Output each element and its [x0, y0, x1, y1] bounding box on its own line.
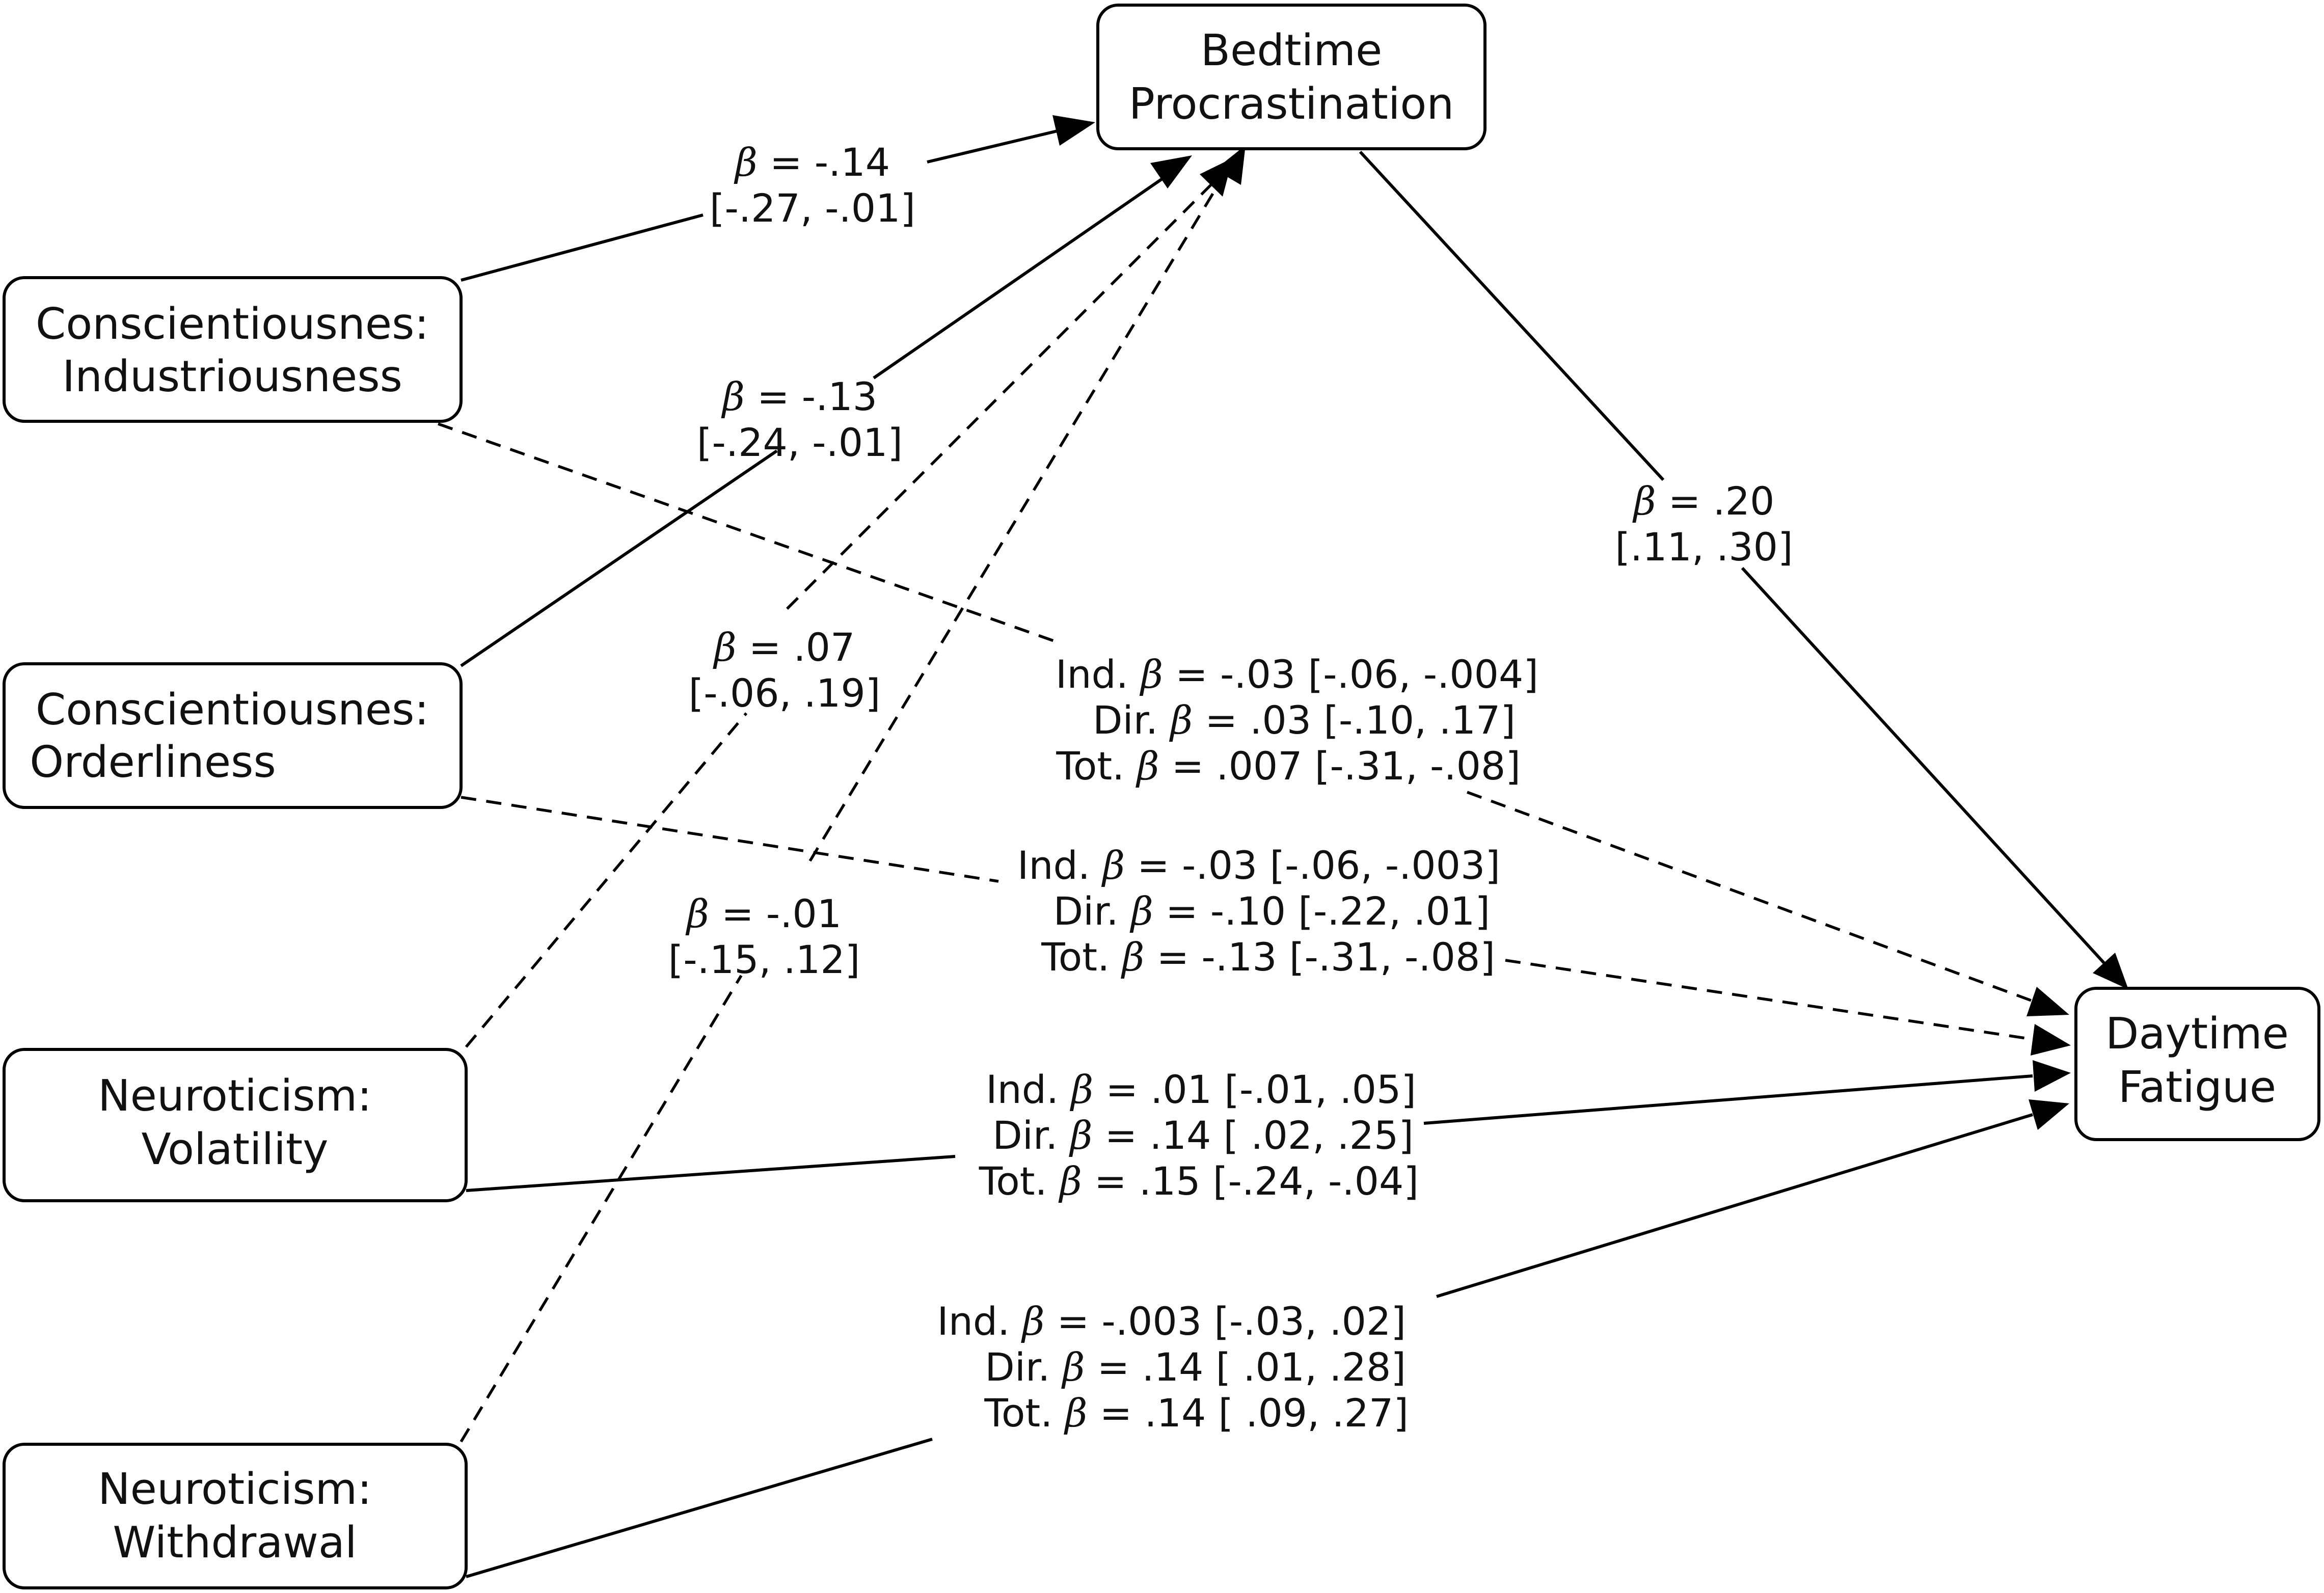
coef-tot: Tot. β = .007 [-.31, -.08] — [1056, 743, 1521, 789]
path-lines — [438, 115, 2128, 1578]
node-label-line2: Fatigue — [2118, 1062, 2276, 1113]
node-box — [2074, 987, 2320, 1141]
node-daytime-fatigue: Daytime Fatigue — [2074, 987, 2320, 1141]
node-box — [3, 1048, 468, 1202]
path-bedtime-fatigue-seg2 — [1741, 566, 2105, 964]
label-industriousness-fatigue: Ind. β = -.03 [-.06, -.004] Dir. β = .03… — [1056, 652, 1538, 789]
coef-line2: [-.24, -.01] — [697, 420, 903, 465]
node-conscientiousness-orderliness: Conscientiousnes: Orderliness — [3, 662, 463, 809]
node-label-line2: Volatility — [141, 1124, 328, 1175]
node-label-line1: Neuroticism: — [98, 1464, 372, 1515]
node-box — [3, 1443, 468, 1589]
coef-line1: β = -.13 — [721, 374, 877, 419]
path-volatility-bedtime-seg1 — [465, 712, 748, 1048]
path-volatility-fatigue-seg2 — [1423, 1074, 2033, 1125]
label-withdrawal-bedtime: β = -.01 [-.15, .12] — [668, 891, 860, 982]
arrowhead-orderliness-bedtime — [1150, 155, 1192, 188]
coef-ind: Ind. β = -.03 [-.06, -.003] — [1017, 843, 1500, 888]
arrowhead-withdrawal-bedtime — [1215, 145, 1246, 185]
node-box — [3, 276, 463, 423]
path-industriousness-bedtime-seg2 — [927, 129, 1060, 164]
path-orderliness-fatigue-seg1 — [461, 796, 999, 883]
coef-line2: [-.27, -.01] — [710, 185, 915, 231]
path-orderliness-bedtime-seg2 — [873, 174, 1168, 380]
node-label-line1: Conscientiousnes: — [36, 299, 429, 349]
node-neuroticism-volatility: Neuroticism: Volatility — [3, 1048, 468, 1202]
node-label-line2: Orderliness — [30, 737, 276, 788]
node-label-line1: Daytime — [2105, 1009, 2289, 1059]
path-withdrawal-bedtime-seg1 — [460, 975, 743, 1443]
node-neuroticism-withdrawal: Neuroticism: Withdrawal — [3, 1443, 468, 1589]
coef-line2: [.11, .30] — [1615, 524, 1793, 570]
coef-line1: β = -.14 — [734, 140, 890, 185]
path-industriousness-bedtime-seg1 — [461, 213, 704, 282]
coef-tot: Tot. β = -.13 [-.31, -.08] — [1041, 934, 1495, 980]
coef-dir: Dir. β = .14 [ .01, .28] — [985, 1344, 1406, 1390]
arrowhead-volatility-fatigue — [2033, 1060, 2071, 1092]
path-withdrawal-bedtime-seg2 — [808, 172, 1227, 862]
coef-dir: Dir. β = -.10 [-.22, .01] — [1053, 888, 1490, 934]
coef-dir: Dir. β = .03 [-.10, .17] — [1093, 697, 1516, 743]
coef-tot: Tot. β = .15 [-.24, -.04] — [979, 1158, 1419, 1204]
label-volatility-bedtime: β = .07 [-.06, .19] — [689, 625, 881, 716]
node-box — [3, 662, 463, 809]
path-bedtime-fatigue-seg1 — [1359, 150, 1665, 481]
coef-line1: β = .07 — [713, 625, 855, 670]
label-bedtime-fatigue: β = .20 [.11, .30] — [1615, 478, 1793, 570]
arrowhead-bedtime-fatigue — [2093, 953, 2128, 989]
node-label-line1: Neuroticism: — [98, 1071, 372, 1121]
node-box — [1096, 4, 1487, 150]
coef-line2: [-.15, .12] — [668, 937, 860, 982]
coef-line1: β = .20 — [1632, 478, 1775, 524]
label-orderliness-bedtime: β = -.13 [-.24, -.01] — [697, 374, 903, 465]
coef-tot: Tot. β = .14 [ .09, .27] — [984, 1390, 1409, 1436]
node-conscientiousness-industriousness: Conscientiousnes: Industriousness — [3, 276, 463, 423]
label-volatility-fatigue: Ind. β = .01 [-.01, .05] Dir. β = .14 [ … — [979, 1067, 1419, 1204]
coef-ind: Ind. β = .01 [-.01, .05] — [986, 1067, 1416, 1112]
coef-line1: β = -.01 — [685, 891, 842, 936]
coef-line2: [-.06, .19] — [689, 670, 881, 716]
arrowhead-orderliness-fatigue — [2031, 1024, 2071, 1056]
node-label-line2: Procrastination — [1129, 79, 1454, 129]
path-orderliness-bedtime-seg1 — [460, 449, 778, 667]
node-label-line2: Withdrawal — [113, 1518, 357, 1568]
coef-ind: Ind. β = -.03 [-.06, -.004] — [1056, 652, 1538, 697]
arrowhead-withdrawal-fatigue — [2029, 1099, 2069, 1130]
path-industriousness-fatigue-seg1 — [438, 422, 1060, 644]
coef-dir: Dir. β = .14 [ .02, .25] — [992, 1113, 1414, 1158]
path-industriousness-fatigue-seg2 — [1467, 791, 2033, 1003]
arrowhead-industriousness-fatigue — [2026, 987, 2069, 1016]
path-withdrawal-fatigue-seg1 — [466, 1438, 933, 1578]
node-label-line1: Conscientiousnes: — [36, 685, 429, 735]
node-label-line2: Industriousness — [62, 352, 402, 402]
path-withdrawal-fatigue-seg2 — [1436, 1113, 2033, 1298]
path-orderliness-fatigue-seg2 — [1505, 959, 2033, 1041]
arrowhead-industriousness-bedtime — [1052, 115, 1095, 146]
label-industriousness-bedtime: β = -.14 [-.27, -.01] — [710, 140, 915, 231]
label-orderliness-fatigue: Ind. β = -.03 [-.06, -.003] Dir. β = -.1… — [1017, 843, 1500, 980]
label-withdrawal-fatigue: Ind. β = -.003 [-.03, .02] Dir. β = .14 … — [937, 1299, 1409, 1436]
node-label-line1: Bedtime — [1201, 25, 1383, 76]
coef-ind: Ind. β = -.003 [-.03, .02] — [937, 1299, 1406, 1344]
path-volatility-fatigue-seg1 — [466, 1155, 956, 1192]
node-bedtime-procrastination: Bedtime Procrastination — [1096, 4, 1487, 150]
